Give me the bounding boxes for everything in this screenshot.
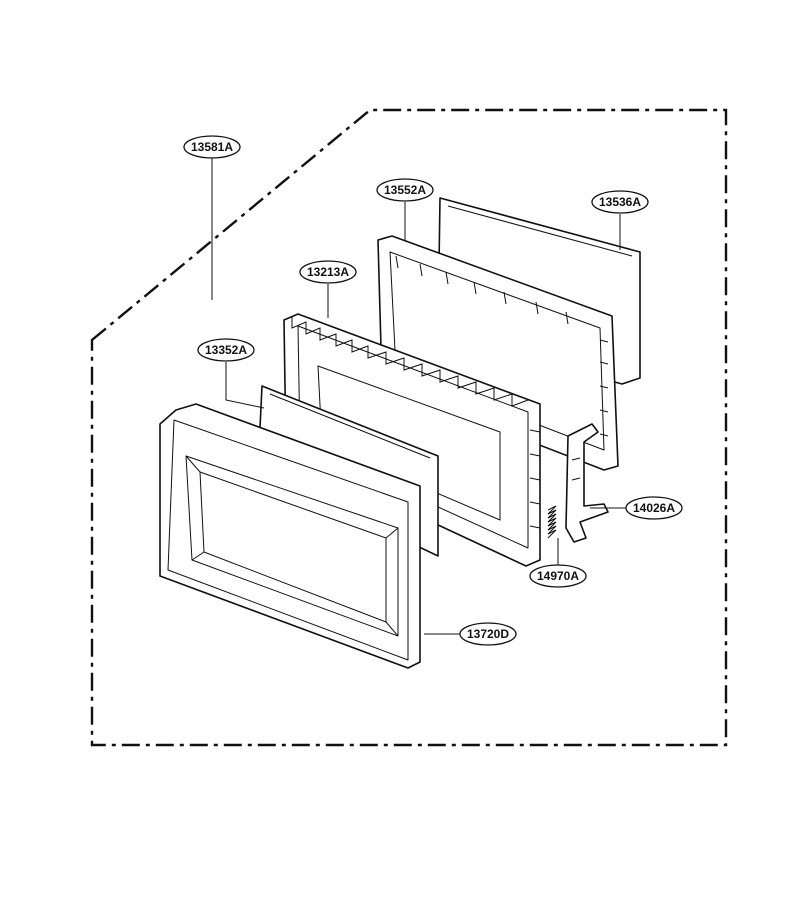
svg-text:13581A: 13581A [191,140,233,154]
svg-text:13213A: 13213A [307,265,349,279]
svg-text:13352A: 13352A [205,343,247,357]
svg-text:13720D: 13720D [467,627,509,641]
svg-text:14970A: 14970A [537,569,579,583]
callout-13552A: 13552A [376,178,434,202]
callout-14970A: 14970A [529,564,587,588]
svg-text:14026A: 14026A [633,501,675,515]
callout-13581A: 13581A [183,135,241,159]
callout-13352A: 13352A [197,338,255,362]
part-13213A-door-panel [283,313,541,567]
svg-text:13536A: 13536A [599,195,641,209]
callout-13213A: 13213A [299,260,357,284]
callout-13536A: 13536A [591,190,649,214]
callout-14026A: 14026A [625,496,683,520]
part-13720D-door-frame [159,403,421,669]
callout-13720D: 13720D [459,622,517,646]
leader-lines [211,158,626,635]
svg-text:13552A: 13552A [384,183,426,197]
part-14970A-spring [547,505,557,539]
assembly-boundary [90,108,728,747]
